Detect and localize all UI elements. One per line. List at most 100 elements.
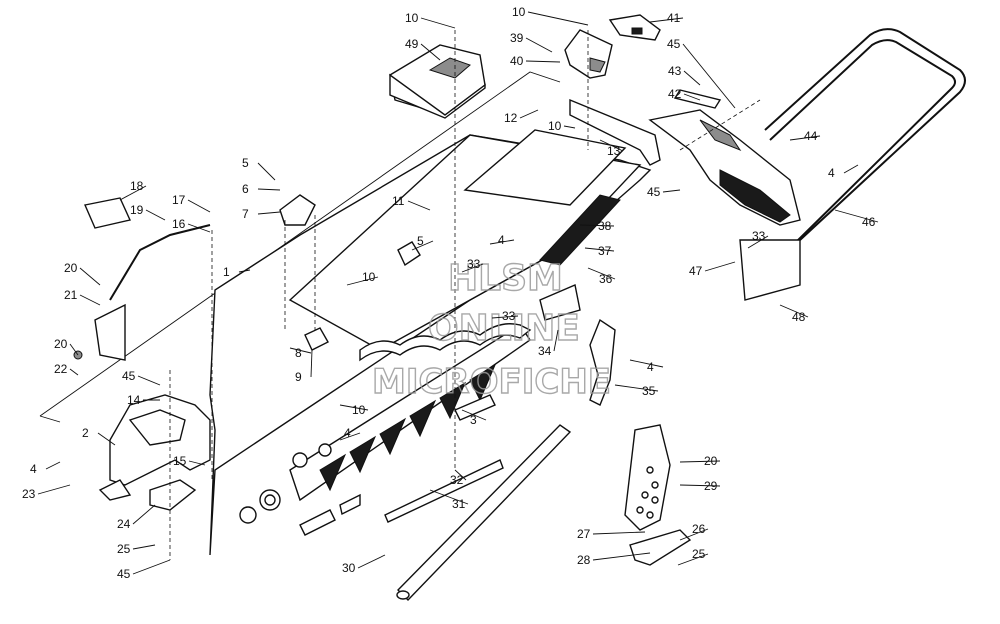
leader-line [563,125,576,129]
stay-16 [109,224,211,301]
callout-label: 20 [54,337,68,351]
leader-line [339,404,369,411]
leader-line [145,209,166,221]
callout-label: 22 [54,362,68,376]
leader-line [257,211,281,215]
leader-line [779,304,809,318]
tail-bracket [564,29,613,79]
callout-label: 10 [548,119,562,133]
leader-line [489,239,515,245]
bracket-7 [279,194,316,226]
leader-line [679,460,721,463]
callout-label: 39 [510,31,524,45]
callout-label: 15 [173,454,187,468]
callout-label: 38 [598,219,612,233]
callout-label: 3 [470,413,477,427]
callout-label: 28 [577,553,591,567]
callout-label: 44 [804,129,818,143]
callout-label: 14 [127,393,141,407]
leader-line [682,43,736,109]
callout-label: 5 [417,234,424,248]
callout-label: 36 [599,272,613,286]
callout-label: 13 [607,144,621,158]
callout-label: 23 [22,487,36,501]
callout-label: 26 [692,522,706,536]
leader-line [789,135,821,141]
leader-line [525,37,553,53]
callout-label: 1 [223,265,230,279]
leader-line [119,185,147,201]
leader-line [339,432,361,441]
callout-label: 31 [452,497,466,511]
leader-line [629,359,664,368]
callout-label: 18 [130,179,144,193]
leader-line [187,199,211,213]
front-bulkhead [98,394,211,501]
callout-label: 6 [242,182,249,196]
leader-line [420,17,456,29]
leader-line [137,375,161,386]
callout-label: 19 [130,203,144,217]
leader-line [97,432,116,446]
callout-label: 11 [392,194,405,208]
svg-text:MICROFICHE: MICROFICHE [372,362,611,402]
leader-line [461,409,487,421]
callout-label: 40 [510,54,524,68]
leader-line [132,504,156,525]
callout-label: 4 [344,426,351,440]
leader-line [69,368,79,376]
leader-line [649,17,684,23]
callout-label: 45 [122,369,136,383]
callout-label: 33 [467,257,481,271]
bracket-21 [94,303,126,361]
bracket-34 [539,284,581,321]
leader-line [289,347,312,354]
decal-stripe [539,194,621,266]
callout-label: 10 [352,403,366,417]
callout-label: 10 [362,270,376,284]
leader-line [79,267,101,286]
callout-label: 2 [82,426,89,440]
leader-line [429,489,469,505]
leader-line [747,235,769,249]
callout-label: 4 [647,360,654,374]
svg-text:HLSM: HLSM [448,258,563,299]
assembly-bracket-tick [39,415,61,423]
leader-line [45,461,61,470]
leader-lines [37,11,879,575]
rear-grab-bar [739,28,966,301]
clip-3 [454,394,496,421]
leader-line [683,93,701,101]
callout-label: 33 [502,309,516,323]
callout-label: 34 [538,344,552,358]
leader-line [310,349,313,378]
leader-line [411,240,434,251]
leader-line [461,263,484,273]
callout-label: 8 [295,346,302,360]
leader-line [683,70,701,86]
leader-line [592,552,651,561]
leader-line [69,343,79,356]
leader-line [553,329,559,352]
watermark: HLSM ONLINE MICROFICHE [371,257,611,402]
leader-line [579,224,615,227]
leader-line [420,43,441,61]
callout-label: 10 [512,5,526,19]
leader-line [599,139,624,152]
callout-label: 4 [498,233,505,247]
callout-label: 20 [704,454,718,468]
callout-label: 33 [752,229,766,243]
callout-label: 25 [117,542,131,556]
plate-9 [304,327,329,351]
leader-line [37,484,71,495]
rear-bracket [569,98,661,166]
leader-line [79,294,101,306]
leader-line [132,559,171,575]
grommet-5 [397,241,421,267]
callout-label: 42 [668,87,682,101]
callout-label: 21 [64,288,78,302]
callout-label: 25 [692,547,706,561]
callout-label: 4 [828,166,835,180]
